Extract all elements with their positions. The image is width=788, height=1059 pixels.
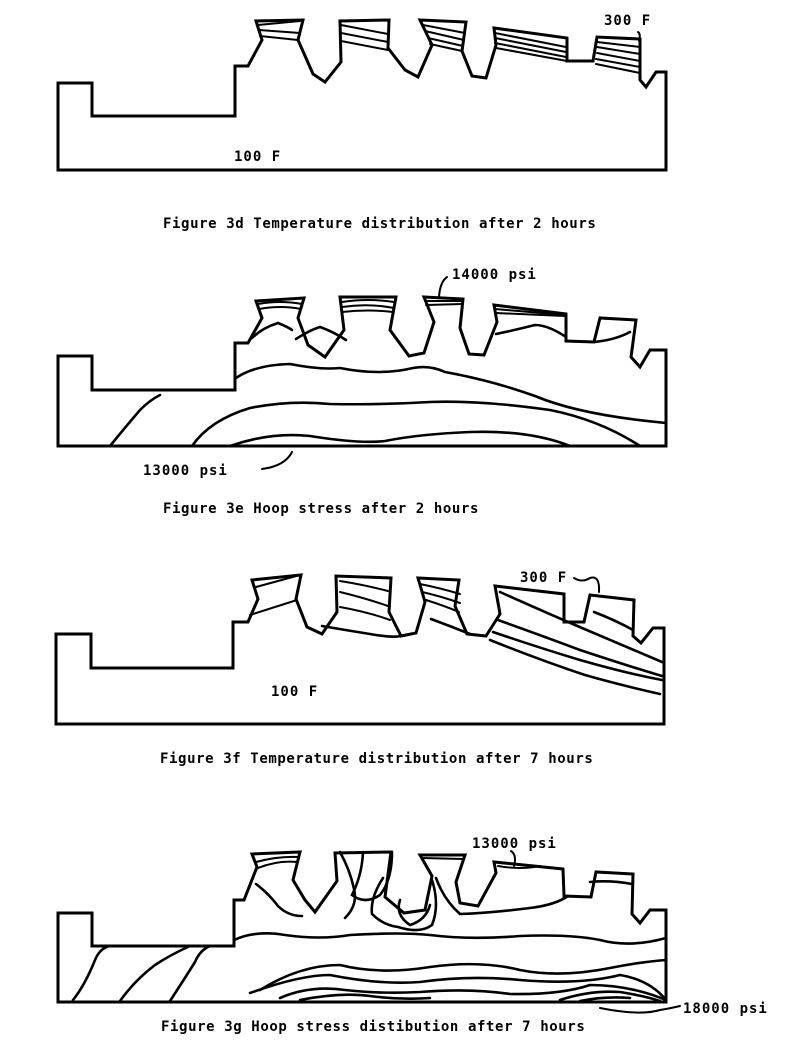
stress-contours-3g [71, 850, 681, 1014]
rotor-outline-3d [56, 18, 668, 172]
label-18000psi-3g: 18000 psi [683, 1001, 768, 1017]
caption-3e: Figure 3e Hoop stress after 2 hours [163, 501, 479, 517]
label-300f-3f: 300 F [520, 570, 567, 586]
label-300f-3d: 300 F [604, 13, 651, 29]
figure-3g: 13000 psi 18000 psi Figure 3g Hoop stres… [56, 836, 768, 1035]
label-13000psi-3g: 13000 psi [472, 836, 557, 852]
rotor-outline-3e [56, 295, 668, 448]
label-14000psi-3e: 14000 psi [452, 267, 537, 283]
temperature-contours-3d [257, 20, 641, 74]
figure-3f: 300 F 100 F Figure 3f Temperature distri… [54, 570, 666, 767]
temperature-contours-3f [249, 574, 664, 696]
caption-3d: Figure 3d Temperature distribution after… [163, 216, 596, 232]
label-100f-3f: 100 F [271, 684, 318, 700]
rotor-outline-3f [54, 573, 666, 726]
figure-3e: 14000 psi 13000 psi Figure 3e Hoop stres… [56, 267, 668, 517]
rotor-outline-3g [56, 850, 668, 1004]
caption-3f: Figure 3f Temperature distribution after… [160, 751, 593, 767]
label-100f-3d: 100 F [234, 149, 281, 165]
label-13000psi-3e: 13000 psi [143, 463, 228, 479]
caption-3g: Figure 3g Hoop stress distibution after … [161, 1019, 585, 1035]
stress-contours-3e [108, 276, 668, 470]
figure-3d: 300 F 100 F Figure 3d Temperature distri… [56, 13, 668, 232]
